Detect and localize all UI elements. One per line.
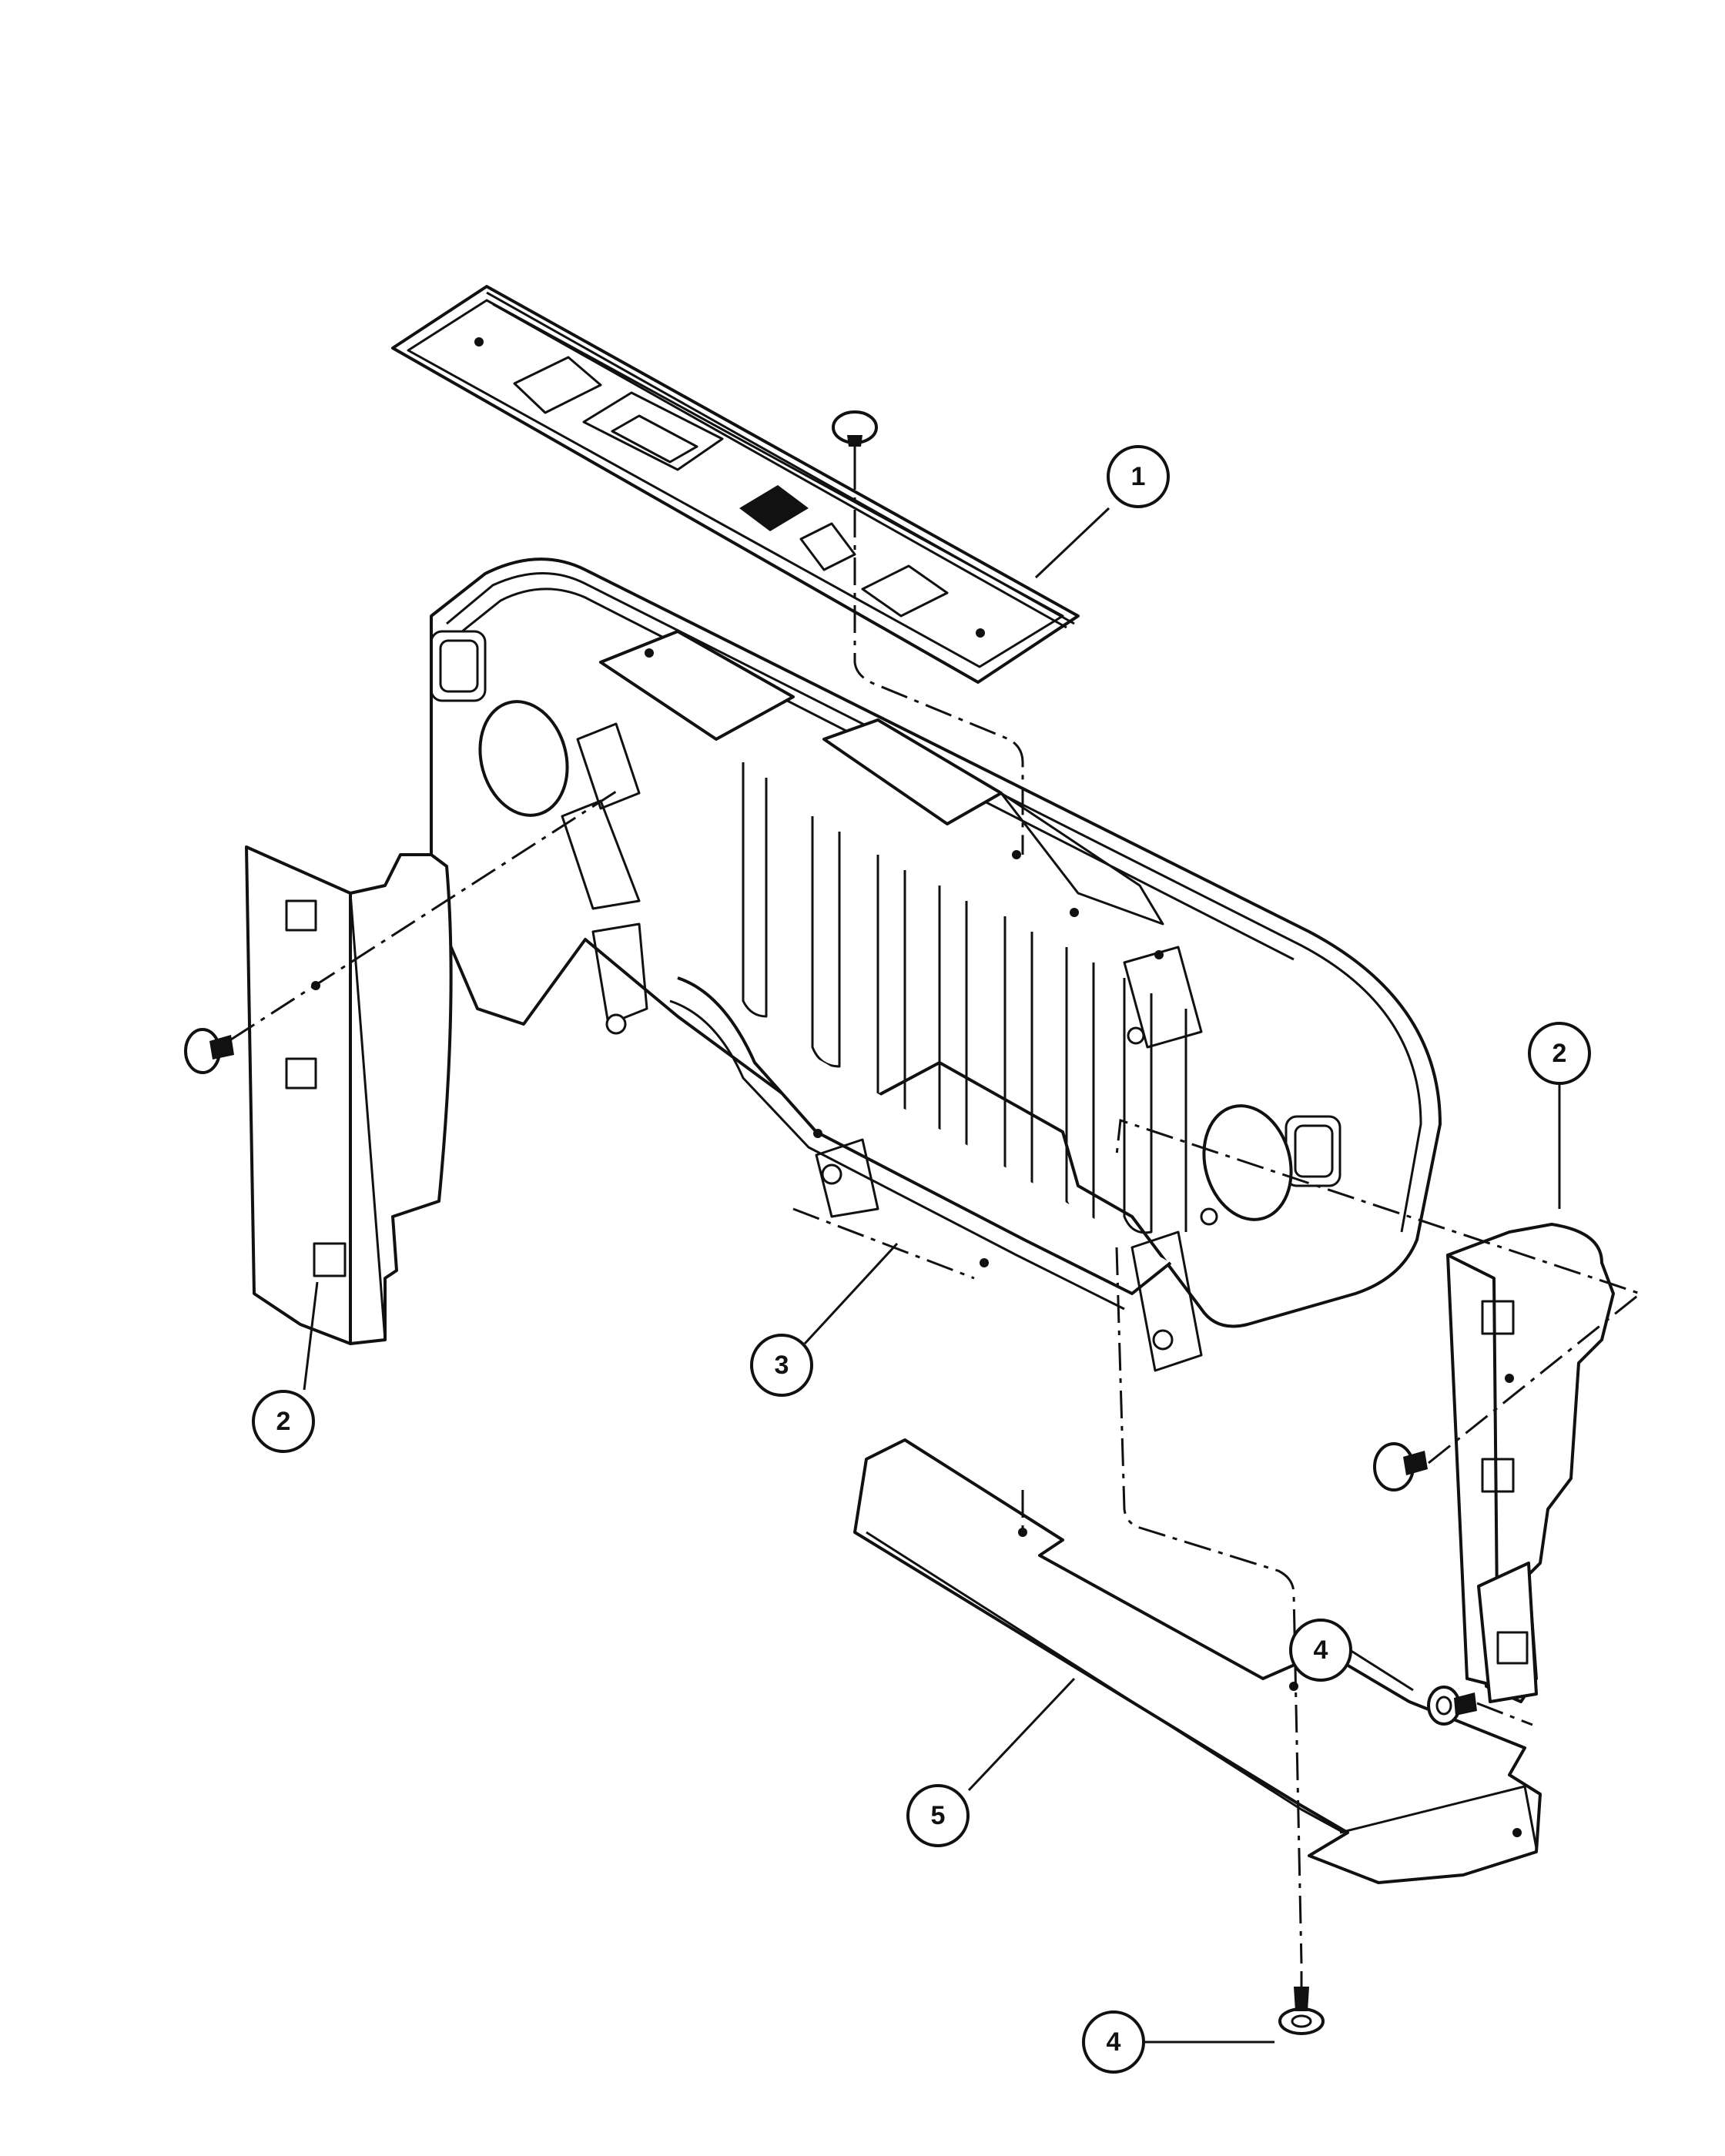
callout-3-label: 3 (775, 1351, 789, 1380)
callout-leaders (303, 507, 1561, 2044)
callout-1-label: 1 (1131, 462, 1146, 491)
callout-1: 1 (1107, 445, 1170, 508)
part-2-left-side-seal (245, 845, 453, 1345)
callout-5: 5 (906, 1784, 970, 1847)
part-2-right-side-seal (1446, 1223, 1615, 1703)
callout-4-lower-label: 4 (1107, 2027, 1121, 2057)
callout-4-upper-label: 4 (1314, 1635, 1328, 1665)
assembly-lines (230, 462, 1643, 1964)
callout-2-left: 2 (252, 1390, 315, 1453)
callout-2-right-label: 2 (1552, 1039, 1567, 1068)
part-5-lower-shield (853, 1438, 1542, 1884)
part-1-top-seal (391, 285, 1080, 684)
callout-5-label: 5 (931, 1801, 946, 1830)
part-3-grille-body (430, 557, 1442, 1372)
callout-2-right: 2 (1528, 1022, 1591, 1085)
part-4-fasteners (184, 410, 1477, 2035)
callout-4-lower: 4 (1082, 2010, 1145, 2074)
callout-2-left-label: 2 (276, 1407, 291, 1436)
callout-3: 3 (750, 1334, 813, 1397)
callout-4-upper: 4 (1289, 1619, 1352, 1682)
